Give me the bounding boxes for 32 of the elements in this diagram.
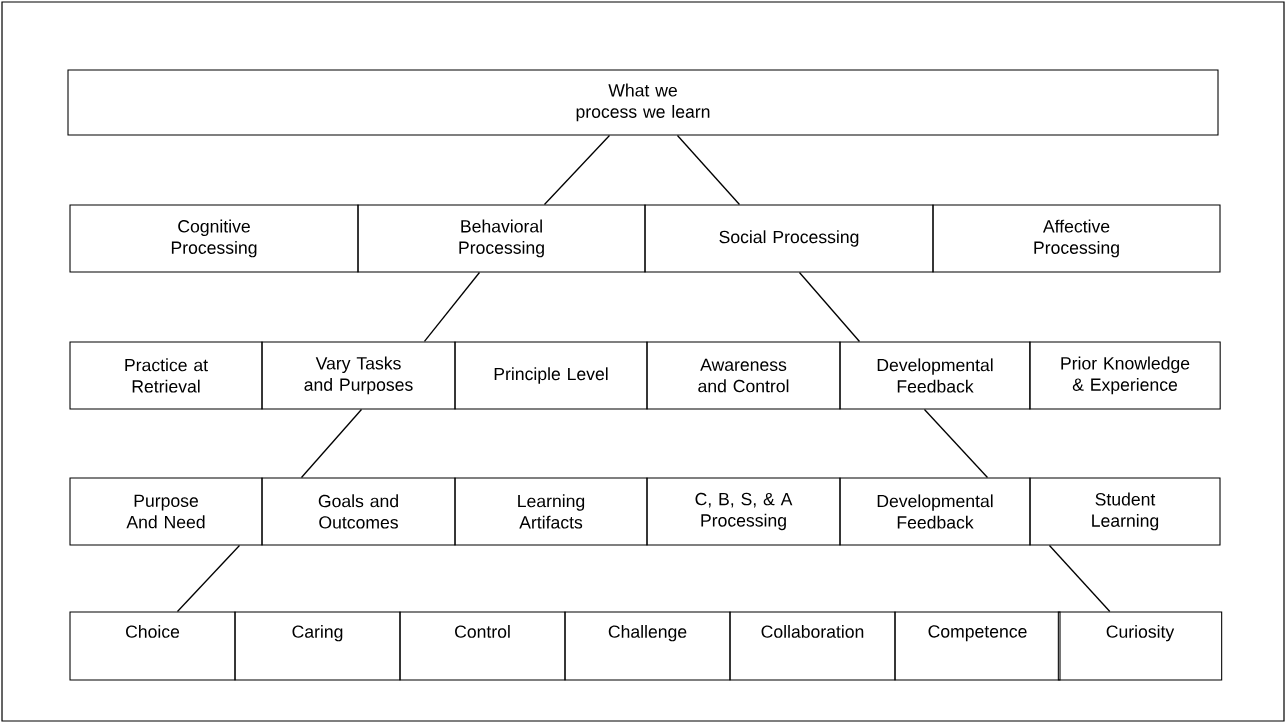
concept-box: Social Processing xyxy=(644,204,934,273)
concept-box: Affective Processing xyxy=(932,204,1221,273)
heading-box: What we process we learn xyxy=(67,69,1219,136)
word-box: Curiosity xyxy=(1057,611,1223,681)
connector-line xyxy=(176,544,241,613)
connector-line xyxy=(798,271,861,343)
concept-box: Developmental Feedback xyxy=(839,477,1031,546)
concept-box: Practice at Retrieval xyxy=(69,341,263,410)
word-box: Collaboration xyxy=(729,611,896,681)
word-box: Challenge xyxy=(564,611,731,681)
concept-box: Purpose And Need xyxy=(69,477,263,546)
concept-box: Behavioral Processing xyxy=(357,204,646,273)
connector-line xyxy=(423,271,481,343)
connector-line xyxy=(543,134,611,206)
concept-box: Goals and Outcomes xyxy=(261,477,456,546)
word-box: Caring xyxy=(234,611,401,681)
concept-box: Developmental Feedback xyxy=(839,341,1031,410)
concept-box: Cognitive Processing xyxy=(69,204,359,273)
concept-box: Awareness and Control xyxy=(646,341,841,410)
word-box: Choice xyxy=(69,611,236,681)
word-box: Control xyxy=(399,611,566,681)
connector-line xyxy=(1048,544,1111,613)
concept-box: Vary Tasks and Purposes xyxy=(261,341,456,410)
word-box: Competence xyxy=(894,611,1061,681)
concept-box: Learning Artifacts xyxy=(454,477,648,546)
connector-line xyxy=(300,408,363,479)
concept-box: C, B, S, & A Processing xyxy=(646,477,841,546)
concept-box: Principle Level xyxy=(454,341,648,410)
concept-box: Prior Knowledge & Experience xyxy=(1029,341,1221,410)
concept-box: Student Learning xyxy=(1029,477,1221,546)
connector-line xyxy=(676,134,741,206)
connector-line xyxy=(923,408,989,479)
